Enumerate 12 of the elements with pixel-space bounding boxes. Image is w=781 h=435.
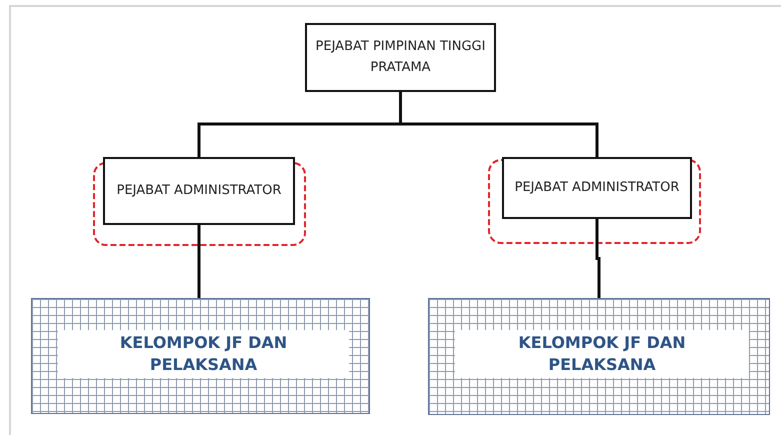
position-title: PEJABAT ADMINISTRATOR bbox=[116, 182, 282, 200]
position-box bbox=[103, 157, 295, 225]
group-label: KELOMPOK JF DAN PELAKSANA bbox=[455, 330, 749, 378]
grid-box bbox=[428, 298, 770, 415]
position-box bbox=[502, 157, 692, 219]
position-title: PEJABAT PIMPINAN TINGGI PRATAMA bbox=[314, 38, 486, 76]
grid-box bbox=[31, 298, 370, 414]
position-box bbox=[305, 23, 496, 92]
position-title: PEJABAT ADMINISTRATOR bbox=[514, 178, 680, 197]
group-label: KELOMPOK JF DAN PELAKSANA bbox=[58, 330, 349, 378]
connector-line bbox=[596, 219, 600, 298]
connector-line bbox=[198, 225, 200, 298]
